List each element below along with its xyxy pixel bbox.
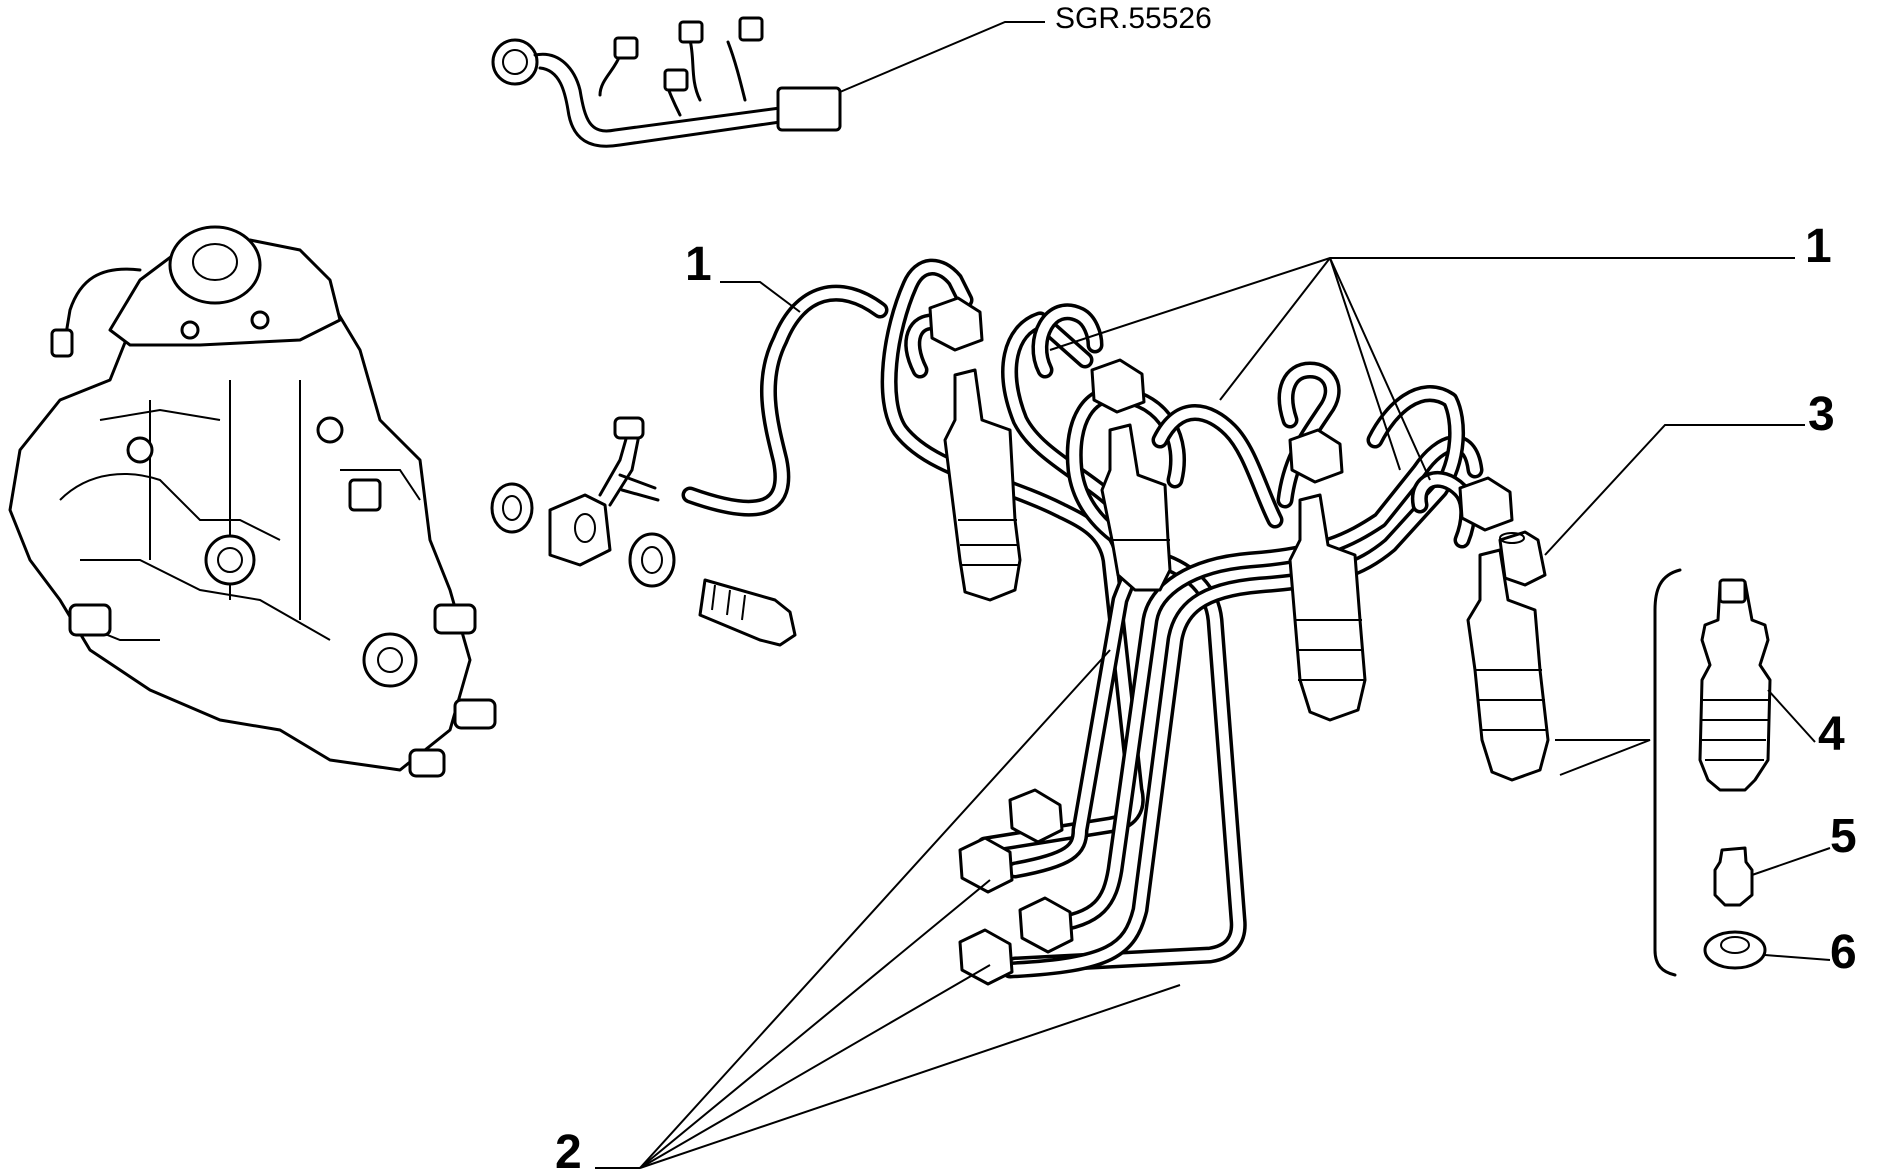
callout-4: 4 — [1818, 708, 1845, 761]
callout-1-left: 1 — [685, 238, 712, 291]
cap-part — [1498, 530, 1547, 587]
callout-2: 2 — [555, 1126, 582, 1173]
injection-pipes — [681, 258, 1514, 986]
wiring-harness — [491, 16, 1045, 148]
leader-lines — [595, 257, 1805, 1169]
banjo-fitting-set — [490, 416, 797, 647]
reference-code: SGR.55526 — [1055, 2, 1212, 35]
callout-3: 3 — [1808, 388, 1835, 441]
injection-pump — [8, 225, 497, 778]
callout-6: 6 — [1830, 926, 1857, 979]
callout-1-right: 1 — [1805, 220, 1832, 273]
injector-detail-group — [1555, 568, 1831, 977]
injector-assembly — [943, 368, 1550, 782]
callout-5: 5 — [1830, 810, 1857, 863]
